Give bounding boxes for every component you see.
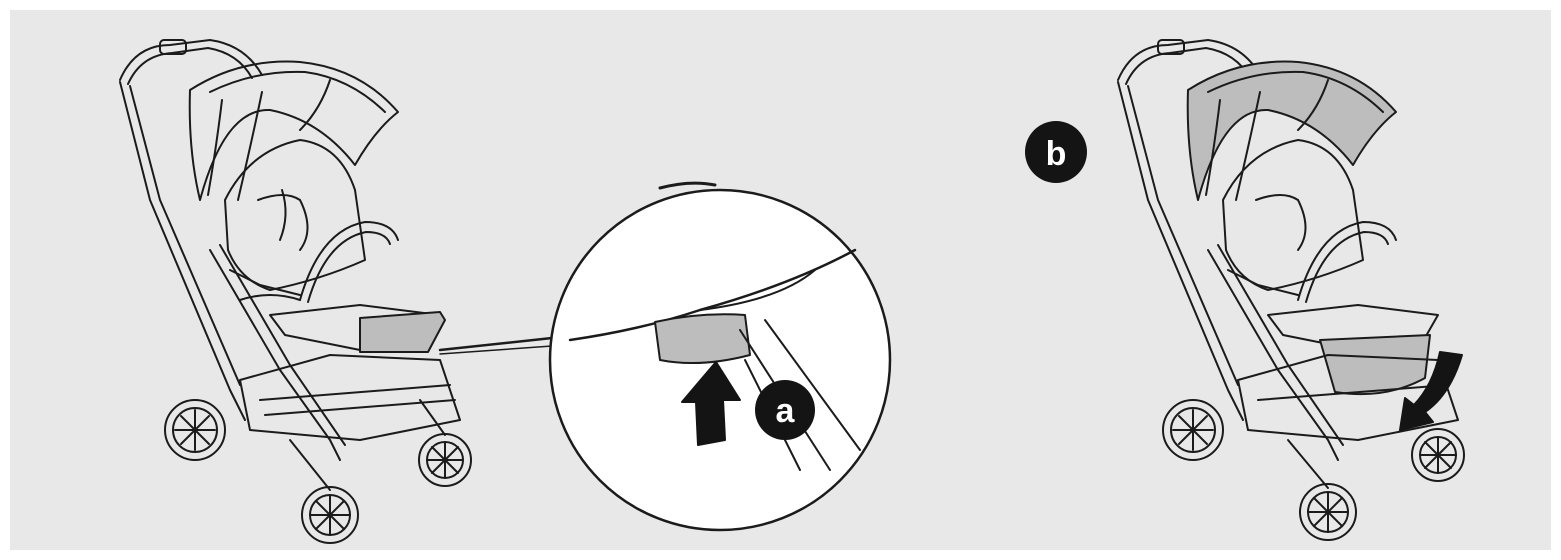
step-label-b: b [1046, 135, 1067, 173]
bumper-bar [300, 222, 398, 300]
step-badge-b: b [1025, 121, 1087, 183]
stroller-right [1118, 40, 1464, 540]
detail-zoom [550, 183, 890, 530]
step-badge-a: a [755, 380, 815, 440]
release-button-icon [655, 314, 750, 363]
stroller-left [120, 40, 552, 543]
canopy [190, 62, 398, 200]
footrest-right [1320, 335, 1430, 394]
step-label-a: a [776, 392, 796, 430]
footrest-left [360, 312, 445, 352]
canopy-highlighted [1188, 62, 1396, 200]
handle-bar [120, 40, 262, 80]
